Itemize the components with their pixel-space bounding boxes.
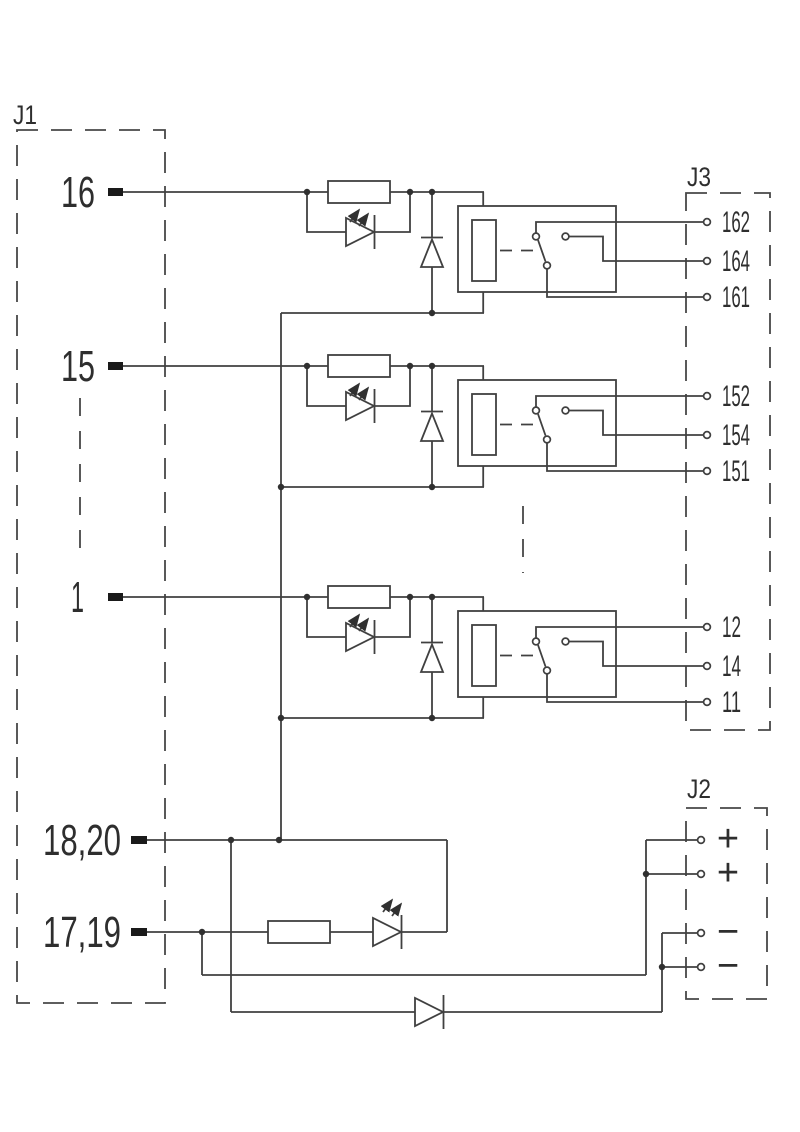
- j2-pin-label-plus: +: [717, 852, 739, 894]
- connector-j2-box: [685, 807, 768, 1000]
- j2-pin-label-minus: −: [717, 945, 739, 987]
- led-icon: [372, 898, 404, 949]
- j1-pin-terminal: [131, 836, 147, 844]
- j2-pin-label-plus: +: [717, 818, 739, 860]
- j3-pin-label-162: 162: [722, 206, 750, 239]
- j3-pin-label-164: 164: [722, 245, 750, 278]
- j2-terminal: [696, 835, 706, 845]
- connector-j1-label: J1: [13, 100, 37, 130]
- j3-pin-label-161: 161: [722, 281, 750, 314]
- connector-j3-box: [685, 192, 771, 731]
- connector-j3-label: J3: [687, 162, 711, 192]
- j3-pin-label-11: 11: [722, 686, 741, 719]
- j1-pin-label-17-19: 17,19: [43, 908, 121, 957]
- j1-pin-label-16: 16: [61, 168, 95, 217]
- j1-pin-label-15: 15: [61, 342, 95, 391]
- supply-section: [131, 835, 706, 1029]
- j3-pin-label-151: 151: [722, 455, 750, 488]
- j1-pin-label-1: 1: [71, 573, 84, 622]
- j1-pin-label-18-20: 18,20: [43, 816, 121, 865]
- series-resistor: [267, 920, 331, 944]
- j2-pin-label-minus: −: [717, 911, 739, 953]
- j3-pin-label-12: 12: [722, 611, 741, 644]
- j2-terminal: [696, 962, 706, 972]
- j2-terminal: [696, 869, 706, 879]
- j3-pin-label-14: 14: [722, 650, 741, 683]
- j3-pin-label-152: 152: [722, 380, 750, 413]
- connector-j1-box: [16, 129, 166, 1004]
- j3-pin-label-154: 154: [722, 419, 750, 452]
- connector-j2-label: J2: [687, 774, 711, 804]
- j2-terminal: [696, 928, 706, 938]
- j1-pin-terminal: [131, 928, 147, 936]
